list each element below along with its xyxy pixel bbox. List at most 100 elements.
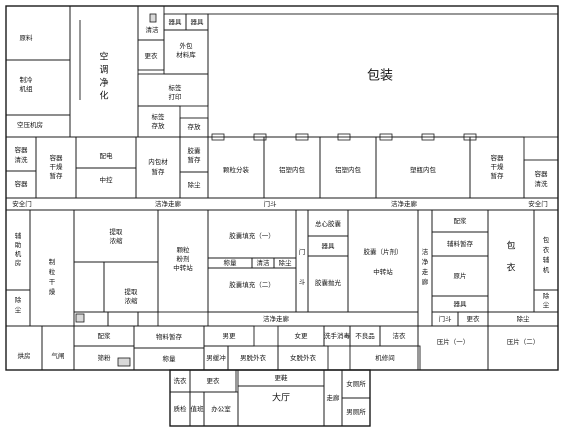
svg-text:原片: 原片 xyxy=(454,271,467,280)
svg-text:存放: 存放 xyxy=(188,122,202,131)
gate-1: 门斗 xyxy=(264,199,278,208)
svg-text:器具: 器具 xyxy=(454,300,468,308)
svg-text:门斗: 门斗 xyxy=(439,314,453,323)
svg-text:容器: 容器 xyxy=(491,153,505,162)
lobby-room xyxy=(237,385,325,427)
svg-text:筛粉: 筛粉 xyxy=(98,353,112,362)
svg-text:胶囊填充（一）: 胶囊填充（一） xyxy=(229,231,275,240)
clean-corridor-1: 洁净走廊 xyxy=(155,199,182,208)
svg-text:洁衣: 洁衣 xyxy=(393,331,407,340)
container-wash-left xyxy=(5,136,37,172)
svg-text:衣: 衣 xyxy=(543,245,550,254)
svg-text:女厕所: 女厕所 xyxy=(346,379,366,388)
air-lock-room xyxy=(41,325,75,371)
svg-text:干燥: 干燥 xyxy=(491,162,505,171)
svg-text:洁: 洁 xyxy=(422,247,429,256)
svg-text:颗粒分装: 颗粒分装 xyxy=(223,165,250,174)
svg-text:中转站: 中转站 xyxy=(373,267,393,276)
svg-text:提取: 提取 xyxy=(125,287,139,296)
pressing-room-2 xyxy=(487,325,559,371)
svg-text:除尘: 除尘 xyxy=(188,180,202,189)
svg-text:容器: 容器 xyxy=(50,153,64,162)
pre-room xyxy=(107,311,139,327)
svg-text:辅: 辅 xyxy=(15,231,22,240)
packaging-label: 包装 xyxy=(367,69,393,84)
svg-text:暂存: 暂存 xyxy=(188,155,202,164)
svg-text:器具: 器具 xyxy=(169,18,183,26)
aircon-label-4: 化 xyxy=(99,90,108,102)
svg-text:斗: 斗 xyxy=(299,278,306,286)
svg-text:尘: 尘 xyxy=(543,300,550,309)
svg-text:提取: 提取 xyxy=(110,227,124,236)
svg-text:暂存: 暂存 xyxy=(152,167,166,176)
svg-text:更衣: 更衣 xyxy=(207,376,221,385)
cooling-room xyxy=(5,59,71,116)
svg-text:存放: 存放 xyxy=(152,121,166,130)
svg-text:办公室: 办公室 xyxy=(211,404,231,413)
svg-text:配浆: 配浆 xyxy=(98,331,112,340)
svg-text:胶囊填充（二）: 胶囊填充（二） xyxy=(229,280,275,289)
svg-text:浓缩: 浓缩 xyxy=(125,296,139,305)
svg-text:物料暂存: 物料暂存 xyxy=(156,332,183,341)
svg-text:浓缩: 浓缩 xyxy=(110,236,124,245)
svg-text:女脱外衣: 女脱外衣 xyxy=(290,353,317,362)
coating-room xyxy=(487,209,535,313)
svg-text:干燥: 干燥 xyxy=(50,162,64,171)
power-room xyxy=(75,136,137,199)
svg-text:除尘: 除尘 xyxy=(279,258,293,267)
cooling-machine-label: 机组 xyxy=(20,84,34,93)
svg-text:容器: 容器 xyxy=(15,179,29,188)
svg-text:质检: 质检 xyxy=(174,404,188,413)
svg-text:标签: 标签 xyxy=(152,112,166,121)
air-compress-label: 空压机房 xyxy=(17,120,43,129)
svg-text:包: 包 xyxy=(506,240,515,252)
svg-text:称量: 称量 xyxy=(163,354,177,363)
drying-left-room xyxy=(5,325,43,371)
svg-text:中转站: 中转站 xyxy=(173,263,193,272)
svg-text:更鞋: 更鞋 xyxy=(275,373,289,382)
svg-text:机: 机 xyxy=(543,265,550,274)
svg-text:器具: 器具 xyxy=(322,242,336,250)
svg-text:胶囊抛光: 胶囊抛光 xyxy=(315,278,342,287)
svg-text:胶囊（片剂）: 胶囊（片剂） xyxy=(364,247,403,256)
svg-text:器具: 器具 xyxy=(191,18,205,26)
capsule-fill-room-2 xyxy=(207,267,297,313)
svg-text:总心胶囊: 总心胶囊 xyxy=(315,219,342,228)
svg-text:塑瓶内包: 塑瓶内包 xyxy=(410,165,437,174)
svg-text:暂存: 暂存 xyxy=(491,171,505,180)
svg-text:洗衣: 洗衣 xyxy=(174,376,188,385)
svg-text:尘: 尘 xyxy=(15,305,22,314)
svg-text:压片（二）: 压片（二） xyxy=(507,337,540,346)
svg-text:包: 包 xyxy=(543,235,550,244)
svg-text:机修间: 机修间 xyxy=(375,353,395,362)
gate-mid-col xyxy=(295,209,309,313)
svg-text:配电: 配电 xyxy=(100,151,114,160)
lobby-annex-wall xyxy=(169,369,371,427)
svg-text:洁净走廊: 洁净走廊 xyxy=(263,314,290,323)
svg-text:干: 干 xyxy=(49,278,56,286)
extract-side-room xyxy=(73,261,105,313)
svg-text:清洗: 清洗 xyxy=(535,179,549,188)
clean-corridor-2: 洁净走廊 xyxy=(391,199,418,208)
svg-text:净: 净 xyxy=(422,257,429,266)
svg-text:铝塑内包: 铝塑内包 xyxy=(279,165,306,174)
svg-text:男更: 男更 xyxy=(223,332,237,340)
svg-text:更衣: 更衣 xyxy=(467,314,481,323)
svg-text:标签: 标签 xyxy=(169,83,183,92)
svg-text:除: 除 xyxy=(15,295,22,304)
svg-text:更衣: 更衣 xyxy=(145,51,159,60)
svg-text:铝塑内包: 铝塑内包 xyxy=(335,165,362,174)
raw-material-label: 原料 xyxy=(20,33,34,42)
svg-text:助: 助 xyxy=(15,240,22,249)
svg-text:除: 除 xyxy=(543,291,550,300)
container-wash-right xyxy=(523,159,559,199)
svg-text:内包材: 内包材 xyxy=(148,157,168,166)
svg-text:机: 机 xyxy=(15,249,22,258)
svg-text:清洁: 清洁 xyxy=(146,25,160,34)
svg-text:值班: 值班 xyxy=(191,404,205,413)
svg-text:走: 走 xyxy=(422,268,429,276)
svg-text:颗粒: 颗粒 xyxy=(177,245,191,254)
pressing-room-1 xyxy=(417,325,489,371)
svg-text:容器: 容器 xyxy=(15,145,29,154)
